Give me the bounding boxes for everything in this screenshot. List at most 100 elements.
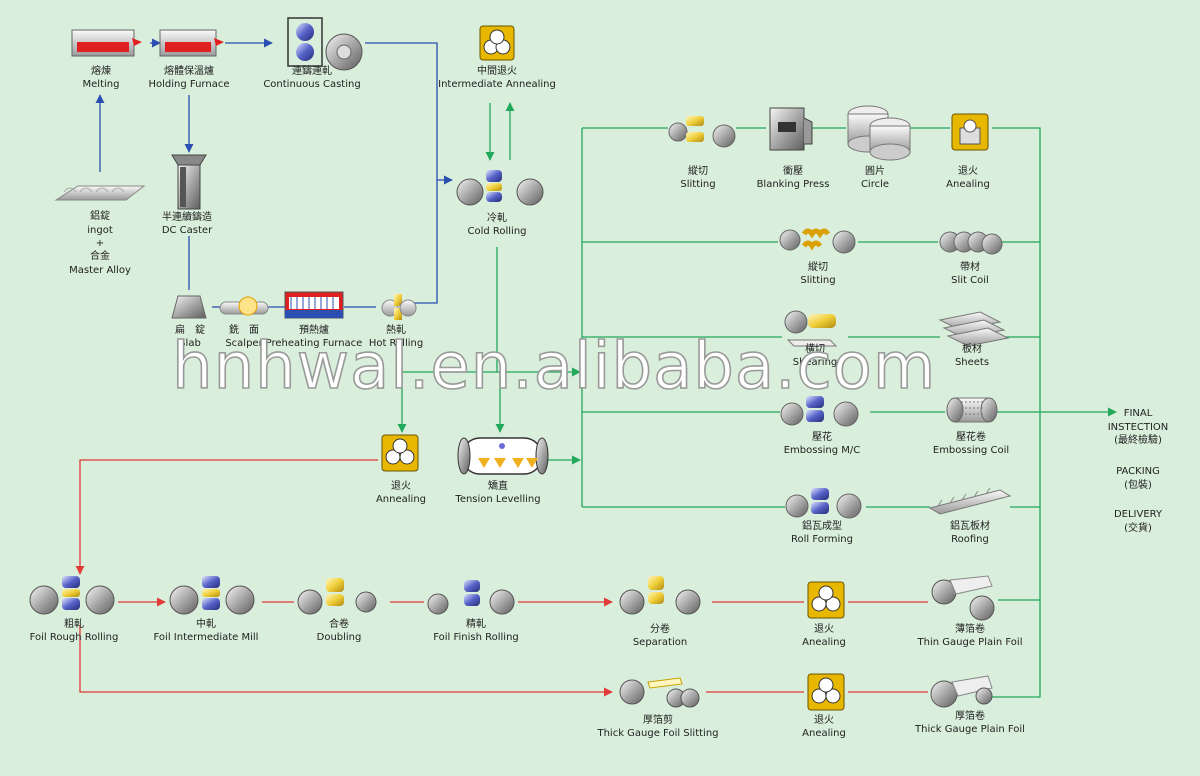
foilint-label-zh: 中軋 — [196, 617, 216, 630]
alloy-label-en: Master Alloy — [69, 265, 131, 276]
ingot-icon — [54, 185, 146, 201]
contcast-label-zh: 連鑄連軋 — [292, 64, 332, 77]
caster-icon — [171, 154, 207, 210]
ingot-label-zh: 鋁錠 — [90, 209, 110, 222]
foilrough-label-zh: 粗軋 — [64, 618, 84, 630]
slit1-label-en: Slitting — [680, 179, 715, 190]
circle-label-en: Circle — [861, 179, 889, 190]
roofing-label-en: Roofing — [951, 534, 989, 545]
tension-leveller-icon — [457, 437, 549, 475]
delivery-label-zh: (交貨) — [1124, 521, 1152, 534]
hot-rolling-icon — [381, 294, 417, 320]
doubling-label-zh: 合卷 — [329, 617, 349, 630]
foilfinish-label-zh: 精軋 — [466, 617, 486, 630]
circle-label-zh: 圓片 — [865, 164, 885, 177]
shearing-label-en: Shearing — [793, 357, 838, 368]
scalper-label-zh: 銑 面 — [229, 323, 259, 336]
continuous-casting-icon — [287, 17, 363, 71]
blanking-label-zh: 衝壓 — [783, 164, 803, 177]
preheat-label-zh: 預熱爐 — [299, 323, 329, 336]
annealing-icon — [381, 434, 419, 472]
embossed-coil-icon — [946, 397, 998, 423]
annealing-icon — [479, 25, 515, 61]
coldroll-label-zh: 冷軋 — [487, 211, 507, 224]
roofing-label-zh: 鋁瓦板材 — [950, 519, 990, 532]
foilrough-label-en: Foil Rough Rolling — [30, 632, 119, 643]
slitcoil-label-en: Slit Coil — [951, 275, 989, 286]
coldroll-label-en: Cold Rolling — [467, 226, 526, 237]
green-flow-lines — [397, 102, 1117, 698]
thickfoil-label-zh: 厚箔卷 — [955, 709, 985, 722]
annealing-label-zh: 退火 — [391, 480, 411, 492]
doubling-icon — [297, 578, 377, 615]
thinfoil-label-zh: 薄箔卷 — [955, 622, 985, 635]
alloy-label-zh: 合金 — [90, 249, 110, 262]
preheat-furnace-icon — [284, 291, 344, 319]
slit2-label-en: Slitting — [800, 275, 835, 286]
thinfoil-label-en: Thin Gauge Plain Foil — [917, 637, 1023, 648]
separation-label-en: Separation — [633, 637, 687, 648]
scalper-label-en: Scalper — [225, 338, 263, 349]
hotroll-label-zh: 熱軋 — [386, 323, 406, 336]
annealing-label-en: Annealing — [376, 494, 426, 505]
slit2-label-zh: 縱切 — [808, 260, 828, 273]
sheets-label-zh: 板材 — [962, 342, 982, 355]
tension-label-en: Tension Levelling — [454, 494, 540, 505]
annealing-icon — [807, 673, 845, 711]
slab-label-en: Slab — [179, 338, 201, 349]
doubling-label-en: Doubling — [317, 632, 362, 643]
slit1-label-zh: 縱切 — [688, 164, 708, 177]
anealing3-label-en: Anealing — [802, 728, 846, 739]
shear-icon — [784, 310, 838, 347]
contcast-label-en: Continuous Casting — [263, 79, 360, 90]
annealing-icon — [807, 581, 845, 619]
final-inspection-line2: INSTECTION — [1108, 422, 1169, 433]
slitter-icon — [779, 228, 856, 254]
rolling-mill-icon — [780, 396, 859, 427]
melting-label-en: Melting — [83, 79, 120, 90]
sheets-icon — [938, 311, 1010, 347]
packing-label: PACKING — [1116, 466, 1160, 477]
sheets-label-en: Sheets — [955, 357, 989, 368]
rolling-mill-icon — [427, 580, 515, 615]
rolling-mill-icon — [456, 170, 544, 206]
slitter-icon — [668, 116, 736, 148]
anealing1-label-zh: 退火 — [958, 165, 978, 177]
final-inspection-line3: (最終檢驗) — [1114, 433, 1162, 446]
annealing-icon — [951, 113, 989, 151]
shearing-label-zh: 橫切 — [805, 342, 825, 355]
preheat-label-en: Preheating Furnace — [266, 338, 363, 349]
anealing1-label-en: Anealing — [946, 179, 990, 190]
furnace-icon — [71, 29, 142, 57]
slit-coil-icon — [939, 231, 1003, 255]
anealing2-label-en: Anealing — [802, 637, 846, 648]
holding-label-en: Holding Furnace — [148, 79, 229, 90]
melting-label-zh: 熔煉 — [91, 64, 111, 77]
thickslit-label-zh: 厚箔剪 — [643, 713, 673, 726]
anealing2-label-zh: 退火 — [814, 623, 834, 635]
foilint-label-en: Foil Intermediate Mill — [154, 632, 259, 643]
anealing3-label-zh: 退火 — [814, 714, 834, 726]
thickfoil-label-en: Thick Gauge Plain Foil — [914, 724, 1025, 735]
packing-label-zh: (包裝) — [1124, 478, 1152, 491]
roofing-icon — [928, 487, 1012, 515]
holding-label-zh: 熔體保溫爐 — [164, 64, 214, 77]
rolling-mill-icon — [169, 576, 255, 615]
separator-icon — [619, 576, 701, 615]
rolling-mill-icon — [785, 488, 862, 519]
embossmc-label-en: Embossing M/C — [784, 445, 861, 456]
dccaster-label-zh: 半連續鑄造 — [162, 210, 212, 223]
hotroll-label-en: Hot Rolling — [369, 338, 423, 349]
slab-label-zh: 扁 錠 — [175, 323, 205, 336]
red-flow-lines — [75, 459, 928, 697]
rollform-label-zh: 鋁瓦成型 — [802, 519, 842, 532]
emboss-label-en: Embossing Coil — [933, 445, 1009, 456]
rollform-label-en: Roll Forming — [791, 534, 853, 545]
furnace-icon — [159, 29, 224, 57]
emboss-label-zh: 壓花卷 — [956, 430, 986, 443]
ingot-label-plus: + — [96, 238, 104, 249]
slitcoil-label-zh: 帶材 — [960, 260, 980, 273]
blue-flow-lines — [95, 38, 453, 308]
blanking-label-en: Blanking Press — [757, 179, 830, 190]
